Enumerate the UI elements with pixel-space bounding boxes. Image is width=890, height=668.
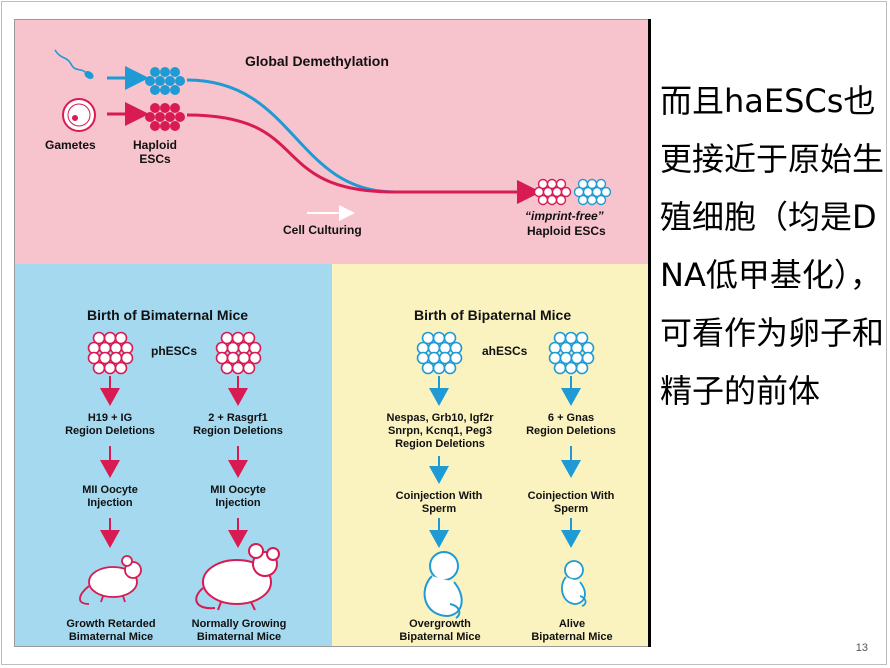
phesc-cluster-icon (87, 331, 134, 375)
blue-cell-cluster-icon (145, 67, 185, 95)
bipaternal-title: Birth of Bipaternal Mice (414, 307, 572, 323)
outcome-label: Growth Retarded Bimaternal Mice (66, 618, 156, 643)
small-embryo-icon (561, 560, 587, 607)
imprint-free-blue-cluster-icon (573, 178, 612, 206)
red-cell-cluster-icon (145, 103, 185, 131)
figure: Global Demethylation Gametes Haploid ESC… (14, 19, 649, 647)
outcome-label: Alive Bipaternal Mice (531, 618, 613, 643)
bimaternal-graphics (79, 331, 280, 611)
deletion-label: H19 + IG Region Deletions (65, 412, 155, 437)
global-demethylation-panel: Global Demethylation Gametes Haploid ESC… (15, 20, 648, 264)
phesc-cluster-icon (215, 331, 262, 375)
deletion-label: 6 + Gnas Region Deletions (526, 412, 616, 437)
paternal-demethylation-curve (186, 78, 541, 204)
imprint-free-label: “imprint-free” (525, 209, 604, 223)
bimaternal-panel: Birth of Bimaternal Mice phESCs H19 + IG… (15, 264, 332, 646)
injection-label: MII Oocyte Injection (82, 484, 138, 509)
slide-body-text: 而且haESCs也更接近于原始生殖细胞（均是DNA低甲基化），可看作为卵子和精子… (660, 82, 885, 410)
sperm-icon (54, 49, 94, 80)
vertical-divider (648, 19, 651, 647)
bimaternal-title: Birth of Bimaternal Mice (87, 307, 249, 323)
outcome-label: Overgrowth Bipaternal Mice (399, 618, 481, 643)
ahesc-cluster-icon (548, 331, 595, 375)
bipaternal-graphics (416, 331, 595, 619)
coinjection-label: Coinjection With Sperm (395, 490, 483, 515)
deletion-label: Nespas, Grb10, Igf2r Snrpn, Kcnq1, Peg3 … (386, 412, 494, 450)
large-mouse-icon (195, 543, 280, 611)
small-mouse-icon (79, 555, 142, 605)
phescs-label: phESCs (151, 344, 198, 358)
coinjection-label: Coinjection With Sperm (527, 490, 615, 515)
large-embryo-icon (423, 551, 463, 619)
ahescs-label: ahESCs (482, 344, 528, 358)
page-number: 13 (855, 642, 868, 654)
ahesc-cluster-icon (416, 331, 463, 375)
imprint-free-red-cluster-icon (533, 178, 572, 206)
egg-icon (62, 98, 96, 132)
gametes-label: Gametes (45, 138, 96, 152)
injection-label: MII Oocyte Injection (210, 484, 266, 509)
deletion-label: 2 + Rasgrf1 Region Deletions (193, 412, 283, 437)
outcome-label: Normally Growing Bimaternal Mice (191, 618, 287, 643)
imprint-free-haploid-label: Haploid ESCs (527, 224, 606, 238)
cell-culturing-label: Cell Culturing (283, 223, 362, 237)
top-panel-graphics (54, 49, 612, 221)
top-panel-title: Global Demethylation (245, 53, 389, 69)
maternal-demethylation-curve (186, 113, 541, 204)
bipaternal-panel: Birth of Bipaternal Mice ahESCs Nespas, … (332, 264, 648, 646)
haploid-escs-label: Haploid ESCs (133, 138, 177, 166)
